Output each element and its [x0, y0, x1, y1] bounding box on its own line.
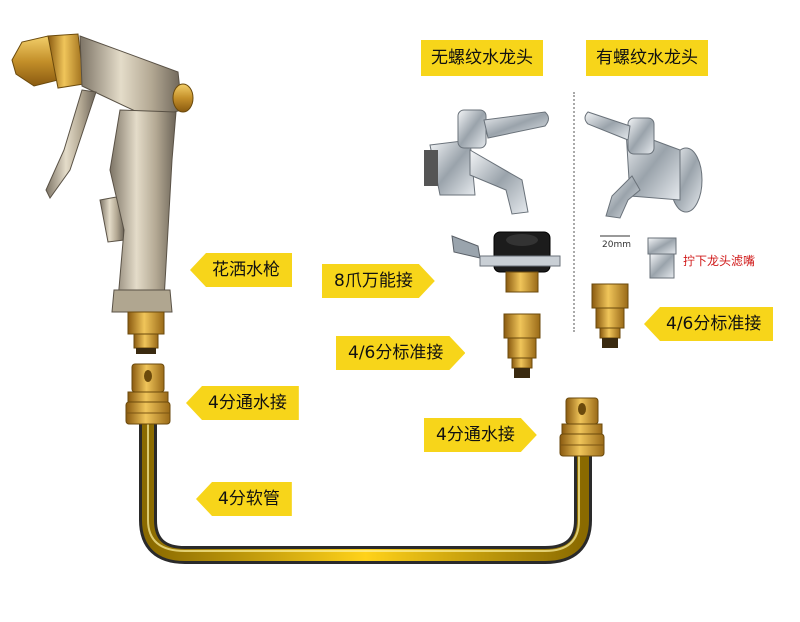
- hose-image: [139, 420, 592, 564]
- spray-gun-image: [11, 33, 194, 354]
- tap-filter-image: [647, 237, 677, 279]
- dimension-label: 20mm: [602, 240, 631, 250]
- standard-adapter-center-image: [503, 313, 541, 378]
- label-no-thread-tap: 无螺纹水龙头: [421, 40, 543, 76]
- hose-connector-left-image: [125, 363, 171, 425]
- label-standard-adapter-right: 4/6分标准接: [644, 307, 774, 341]
- standard-adapter-right-image: [591, 283, 629, 348]
- label-standard-adapter-left: 4/6分标准接: [336, 336, 465, 370]
- label-spray-gun: 花洒水枪: [190, 253, 292, 287]
- label-hose-connector-left: 4分通水接: [186, 386, 299, 420]
- divider-line: [573, 92, 575, 332]
- note-remove-filter: 拧下龙头滤嘴: [683, 254, 756, 268]
- label-hose: 4分软管: [196, 482, 292, 516]
- label-eight-claw: 8爪万能接: [322, 264, 435, 298]
- label-hose-connector-right: 4分通水接: [424, 418, 537, 452]
- label-threaded-tap: 有螺纹水龙头: [586, 40, 708, 76]
- threaded-tap-image: [584, 111, 703, 237]
- hose-connector-right-image: [559, 397, 605, 457]
- no-thread-tap-image: [424, 109, 549, 215]
- eight-claw-connector-image: [451, 231, 561, 293]
